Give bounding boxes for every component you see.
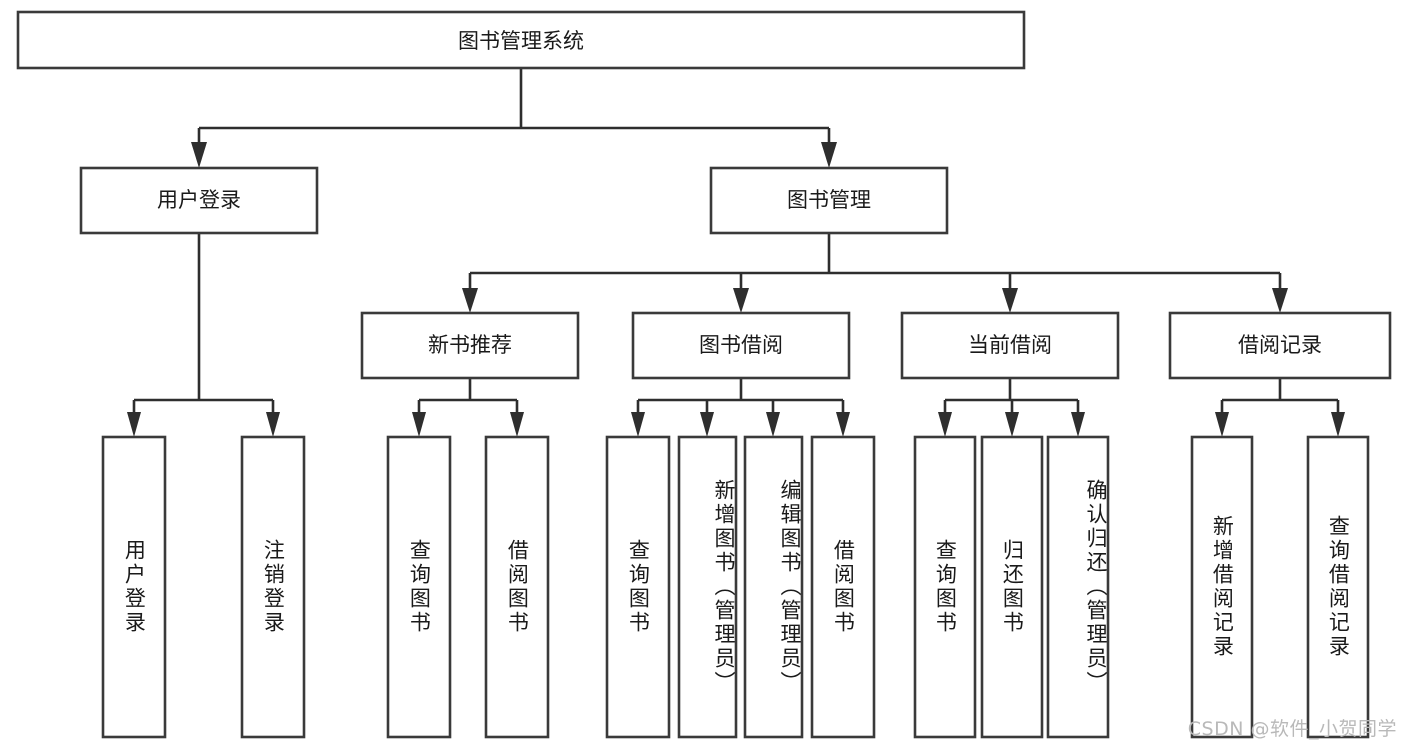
- node-leaf-query-record-box[interactable]: [1306, 435, 1370, 739]
- arrow-bm-to-borrow-record-icon: [1272, 288, 1288, 313]
- arrow-ul-leaf2-icon: [266, 412, 280, 437]
- node-borrow-record-box[interactable]: [1168, 311, 1392, 380]
- node-leaf-query-book-bor-box[interactable]: [605, 435, 671, 739]
- node-borrow-record-label: 借阅记录: [1238, 333, 1322, 357]
- node-book-manage-box[interactable]: [709, 166, 949, 235]
- node-current-borrow[interactable]: 当前借阅: [900, 311, 1120, 380]
- node-book-manage-label: 图书管理: [787, 188, 871, 212]
- arrow-bm-to-book-borrow-icon: [733, 288, 749, 313]
- arrow-br-leaf2-icon: [1331, 412, 1345, 437]
- node-leaf-add-record-box[interactable]: [1190, 435, 1254, 739]
- connector-group-book-manage: [462, 233, 1288, 313]
- arrow-cb-leaf2-icon: [1005, 412, 1019, 437]
- csdn-watermark: CSDN @软件_小贺同学: [1187, 718, 1397, 740]
- node-new-book-rec-label: 新书推荐: [428, 333, 512, 357]
- connector-group-book-borrow: [631, 378, 850, 437]
- node-new-book-rec[interactable]: 新书推荐: [360, 311, 580, 380]
- arrow-root-to-user-login-icon: [191, 142, 207, 168]
- node-leaf-edit-book-box[interactable]: [743, 435, 804, 739]
- arrow-bm-to-current-borrow-icon: [1002, 288, 1018, 313]
- node-leaf-query-book-rec-box[interactable]: [386, 435, 452, 739]
- node-book-borrow-label: 图书借阅: [699, 333, 783, 357]
- connector-group-root: [191, 68, 837, 168]
- arrow-bb-leaf2-icon: [700, 412, 714, 437]
- node-user-login-label: 用户登录: [157, 188, 241, 212]
- arrow-nbr-leaf2-icon: [510, 412, 524, 437]
- arrow-cb-leaf1-icon: [938, 412, 952, 437]
- node-leaf-borrow-book-rec-box[interactable]: [484, 435, 550, 739]
- arrow-br-leaf1-icon: [1215, 412, 1229, 437]
- arrow-cb-leaf3-icon: [1071, 412, 1085, 437]
- node-leaf-query-book-cur-box[interactable]: [913, 435, 977, 739]
- node-leaf-logout-box[interactable]: [240, 435, 306, 739]
- connector-group-borrow-record: [1215, 378, 1345, 437]
- arrow-bb-leaf4-icon: [836, 412, 850, 437]
- node-borrow-record[interactable]: 借阅记录: [1168, 311, 1392, 380]
- node-leaf-return-book-box[interactable]: [980, 435, 1044, 739]
- arrow-bm-to-new-book-rec-icon: [462, 288, 478, 313]
- connector-group-user-login: [127, 233, 280, 437]
- node-current-borrow-label: 当前借阅: [968, 333, 1052, 357]
- node-user-login-box[interactable]: [79, 166, 319, 235]
- node-leaf-borrow-book-bor-box[interactable]: [810, 435, 876, 739]
- arrow-nbr-leaf1-icon: [412, 412, 426, 437]
- node-user-login[interactable]: 用户登录: [79, 166, 319, 235]
- connector-group-current-borrow: [938, 378, 1085, 437]
- connector-group-new-book-rec: [412, 378, 524, 437]
- node-book-manage[interactable]: 图书管理: [709, 166, 949, 235]
- arrow-bb-leaf1-icon: [631, 412, 645, 437]
- arrow-bb-leaf3-icon: [766, 412, 780, 437]
- node-book-borrow-box[interactable]: [631, 311, 851, 380]
- node-leaf-user-login-box[interactable]: [101, 435, 167, 739]
- node-root-label: 图书管理系统: [458, 29, 584, 53]
- node-leaf-add-book-box[interactable]: [677, 435, 738, 739]
- arrow-ul-leaf1-icon: [127, 412, 141, 437]
- node-leaf-confirm-return-box[interactable]: [1046, 435, 1110, 739]
- node-current-borrow-box[interactable]: [900, 311, 1120, 380]
- arrow-root-to-book-manage-icon: [821, 142, 837, 168]
- node-new-book-rec-box[interactable]: [360, 311, 580, 380]
- node-root-system[interactable]: 图书管理系统: [16, 10, 1026, 70]
- node-root-box[interactable]: [16, 10, 1026, 70]
- leaf-boxes-group: [101, 435, 1370, 739]
- node-book-borrow[interactable]: 图书借阅: [631, 311, 851, 380]
